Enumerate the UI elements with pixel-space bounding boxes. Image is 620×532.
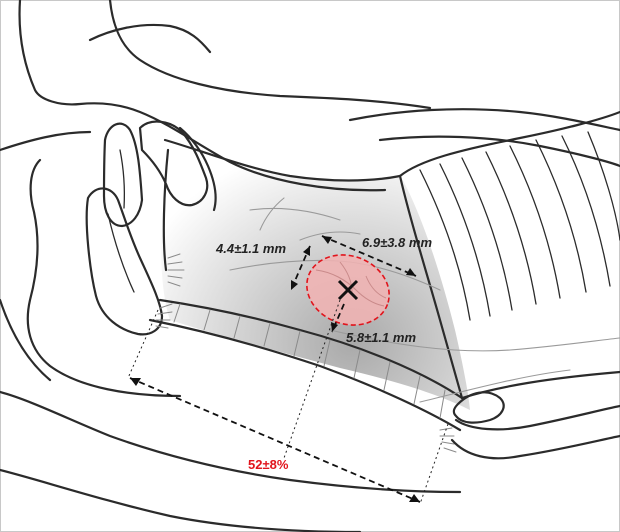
lower-right-gum-2 <box>452 436 620 458</box>
cheek-outline <box>0 132 90 150</box>
philtrum-outline <box>90 25 210 52</box>
tongue-lower-edge <box>462 372 620 398</box>
lower-incisor <box>87 188 162 334</box>
lower-right-gum <box>456 406 620 429</box>
upper-right-fold <box>350 109 620 130</box>
upper-incisor-inner <box>120 150 124 208</box>
chin-outline <box>0 392 460 492</box>
nose-outline <box>110 0 430 108</box>
left-anchor-dotted <box>128 310 158 378</box>
lower-jaw-base <box>0 470 360 532</box>
percent-position-label: 52±8% <box>248 457 289 472</box>
left-height-label: 4.4±1.1 mm <box>215 241 286 256</box>
top-width-label: 6.9±3.8 mm <box>362 235 432 250</box>
tongue-striations <box>420 132 620 320</box>
mandible-outline <box>0 300 50 380</box>
lower-distance-label: 5.8±1.1 mm <box>346 330 416 345</box>
tongue-outline <box>400 112 620 176</box>
